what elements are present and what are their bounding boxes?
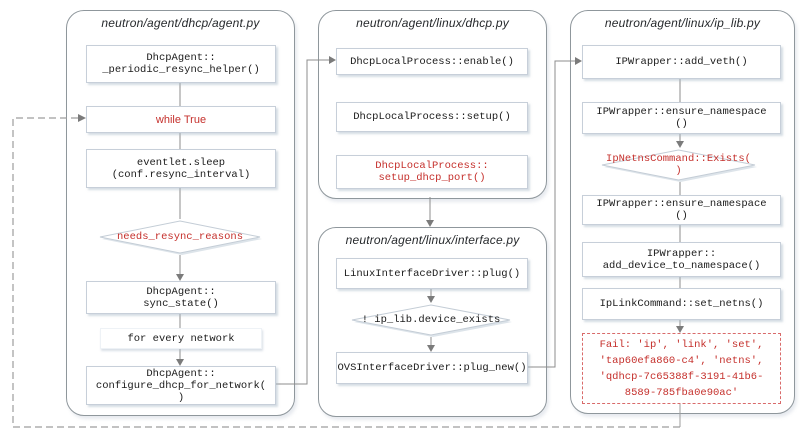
decision-needs-resync-reasons: needs_resync_reasons xyxy=(98,219,262,255)
node-text-line: IPWrapper::ensure_namespace xyxy=(596,198,767,210)
node-text-line: for every network xyxy=(127,332,235,345)
node-text-line: ! ip_lib.device_exists xyxy=(361,314,501,326)
node-dhcplocalprocess-setup: DhcpLocalProcess::setup() xyxy=(336,102,528,132)
node-iplinkcommand-set-netns: IpLinkCommand::set_netns() xyxy=(582,288,781,320)
node-text-line: LinuxInterfaceDriver::plug() xyxy=(343,267,521,280)
node-text-line: DhcpLocalProcess::setup() xyxy=(353,111,511,123)
node-text-line: (conf.resync_interval) xyxy=(111,168,251,181)
node-ensure-namespace-2: IPWrapper::ensure_namespace () xyxy=(582,195,781,225)
node-sync-state: DhcpAgent:: sync_state() xyxy=(86,281,276,314)
node-text-line: needs_resync_reasons xyxy=(116,231,244,243)
node-text-line: 8589-785fba0e90ac' xyxy=(624,386,739,399)
node-text-line: Fail: 'ip', 'link', 'set', xyxy=(599,338,764,351)
node-text-line: () xyxy=(675,118,688,130)
decision-ipnetnscommand-exists: IpNetnsCommand::Exists( ) xyxy=(600,148,757,182)
node-text-line: ) xyxy=(177,391,185,404)
node-eventlet-sleep: eventlet.sleep (conf.resync_interval) xyxy=(86,149,276,188)
arrow-down-icon xyxy=(426,220,434,227)
node-fail-message: Fail: 'ip', 'link', 'set', 'tap60efa860-… xyxy=(582,333,781,404)
node-linuxinterfacedriver-plug: LinuxInterfaceDriver::plug() xyxy=(336,258,528,289)
node-dhcplocalprocess-enable: DhcpLocalProcess::enable() xyxy=(336,48,528,75)
node-text-line: configure_dhcp_for_network( xyxy=(95,379,267,392)
node-text-line: while True xyxy=(155,113,207,126)
container-title-agent-py: neutron/agent/dhcp/agent.py xyxy=(101,16,260,30)
container-title-dhcp-py: neutron/agent/linux/dhcp.py xyxy=(356,16,509,30)
node-text-line: IPWrapper::add_veth() xyxy=(615,56,748,68)
node-text-line: ) xyxy=(675,165,682,177)
node-text-line: IPWrapper:: xyxy=(646,247,717,260)
node-configure-dhcp-for-network: DhcpAgent:: configure_dhcp_for_network( … xyxy=(86,366,276,405)
node-text-line: () xyxy=(675,210,688,222)
node-ipwrapper-add-veth: IPWrapper::add_veth() xyxy=(582,45,781,79)
node-text-line: DhcpAgent:: xyxy=(146,367,216,380)
node-text-line: OVSInterfaceDriver::plug_new() xyxy=(337,362,527,374)
node-setup-dhcp-port: DhcpLocalProcess:: setup_dhcp_port() xyxy=(336,155,528,189)
node-text-line: IPWrapper::ensure_namespace xyxy=(596,106,767,118)
node-text-line: IpLinkCommand::set_netns() xyxy=(599,298,764,310)
node-text-line: 'tap60efa860-c4', 'netns', xyxy=(599,354,764,367)
node-while-true: while True xyxy=(86,106,276,133)
node-ensure-namespace-1: IPWrapper::ensure_namespace () xyxy=(582,102,781,134)
decision-ip-lib-device-exists: ! ip_lib.device_exists xyxy=(350,303,512,337)
node-text-line: eventlet.sleep xyxy=(136,156,226,169)
label-for-every-network: for every network xyxy=(100,328,262,349)
node-text-line: DhcpAgent:: xyxy=(146,285,216,298)
container-title-interface-py: neutron/agent/linux/interface.py xyxy=(345,233,520,247)
node-periodic-resync-helper: DhcpAgent:: _periodic_resync_helper() xyxy=(86,45,276,83)
container-title-ip-lib-py: neutron/agent/linux/ip_lib.py xyxy=(604,16,761,30)
node-text-line: _periodic_resync_helper() xyxy=(102,64,260,76)
node-text-line: DhcpLocalProcess:: xyxy=(375,160,489,172)
node-text-line: sync_state() xyxy=(143,297,219,310)
node-ovsinterfacedriver-plug-new: OVSInterfaceDriver::plug_new() xyxy=(336,352,528,384)
node-text-line: DhcpAgent:: xyxy=(146,52,216,64)
node-text-line: 'qdhcp-7c65388f-3191-41b6- xyxy=(599,370,764,383)
node-text-line: setup_dhcp_port() xyxy=(378,172,486,184)
node-text-line: IpNetnsCommand::Exists( xyxy=(606,153,751,165)
node-text-line: DhcpLocalProcess::enable() xyxy=(350,55,514,68)
node-add-device-to-namespace: IPWrapper:: add_device_to_namespace() xyxy=(582,242,781,277)
node-text-line: add_device_to_namespace() xyxy=(602,259,761,272)
